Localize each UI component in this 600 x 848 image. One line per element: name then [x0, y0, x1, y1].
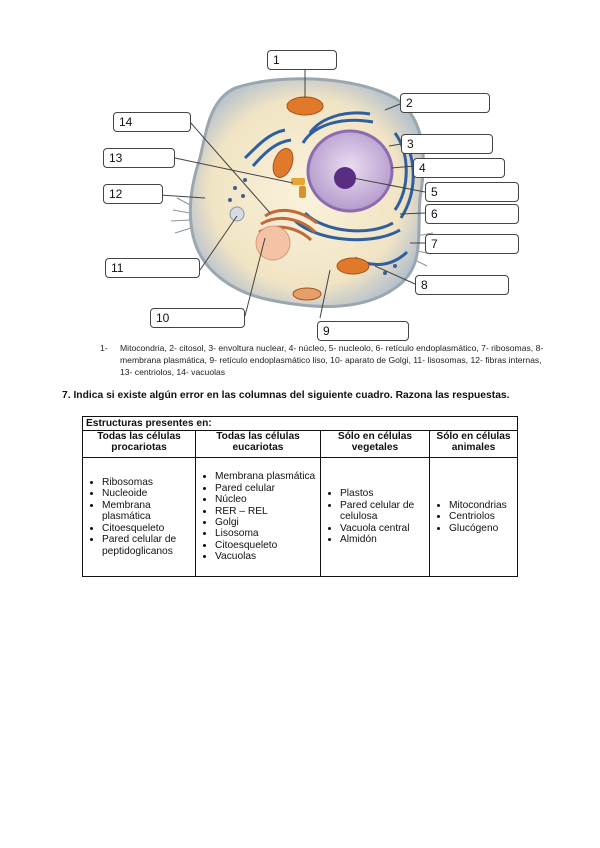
cell-diagram: 1 2 3 4 5 6 7 8 9 10 11 12 13 14: [95, 38, 535, 338]
column-vegetales: Plastos Pared celular de celulosa Vacuol…: [321, 458, 430, 577]
list-item: Pared celular de peptidoglicanos: [102, 534, 195, 557]
column-animales: Mitocondrias Centriolos Glucógeno: [430, 458, 518, 577]
list-item: Glucógeno: [449, 523, 517, 534]
list-item: Membrana plasmática: [102, 500, 195, 523]
header-eucariotas: Todas las células eucariotas: [196, 431, 321, 458]
list-item: Citoesqueleto: [215, 540, 320, 551]
label-box-12[interactable]: 12: [103, 184, 163, 204]
list-item: Pared celular de celulosa: [340, 500, 429, 523]
nucleolus: [334, 167, 356, 189]
list-item: Núcleo: [215, 494, 320, 505]
list-item: Membrana plasmática: [215, 471, 320, 482]
list-item: Golgi: [215, 517, 320, 528]
list-item: Vacuola central: [340, 523, 429, 534]
label-box-7[interactable]: 7: [425, 234, 519, 254]
label-box-8[interactable]: 8: [415, 275, 509, 295]
list-item: RER – REL: [215, 506, 320, 517]
label-box-2[interactable]: 2: [400, 93, 490, 113]
question-7: 7. Indica si existe algún error en las c…: [62, 390, 582, 401]
header-procariotas: Todas las células procariotas: [83, 431, 196, 458]
list-item: Mitocondrias: [449, 500, 517, 511]
list-item: Plastos: [340, 488, 429, 499]
label-box-6[interactable]: 6: [425, 204, 519, 224]
table-title: Estructuras presentes en:: [83, 417, 518, 431]
label-box-1[interactable]: 1: [267, 50, 337, 70]
label-box-4[interactable]: 4: [413, 158, 505, 178]
caption-text: Mitocondria, 2- citosol, 3- envoltura nu…: [120, 342, 550, 378]
structures-table: Estructuras presentes en: Todas las célu…: [82, 416, 518, 577]
caption-number: 1-: [100, 342, 108, 354]
list-item: Lisosoma: [215, 528, 320, 539]
list-item: Vacuolas: [215, 551, 320, 562]
list-item: Ribosomas: [102, 477, 195, 488]
list-item: Citoesqueleto: [102, 523, 195, 534]
list-item: Almidón: [340, 534, 429, 545]
list-item: Centriolos: [449, 511, 517, 522]
list-item: Pared celular: [215, 483, 320, 494]
column-procariotas: Ribosomas Nucleoide Membrana plasmática …: [83, 458, 196, 577]
label-box-5[interactable]: 5: [425, 182, 519, 202]
label-box-9[interactable]: 9: [317, 321, 409, 341]
lysosome: [230, 207, 244, 221]
list-item: Nucleoide: [102, 488, 195, 499]
column-eucariotas: Membrana plasmática Pared celular Núcleo…: [196, 458, 321, 577]
label-box-14[interactable]: 14: [113, 112, 191, 132]
label-box-13[interactable]: 13: [103, 148, 175, 168]
label-box-3[interactable]: 3: [401, 134, 493, 154]
header-animales: Sólo en células animales: [430, 431, 518, 458]
header-vegetales: Sólo en células vegetales: [321, 431, 430, 458]
label-box-10[interactable]: 10: [150, 308, 245, 328]
label-box-11[interactable]: 11: [105, 258, 200, 278]
